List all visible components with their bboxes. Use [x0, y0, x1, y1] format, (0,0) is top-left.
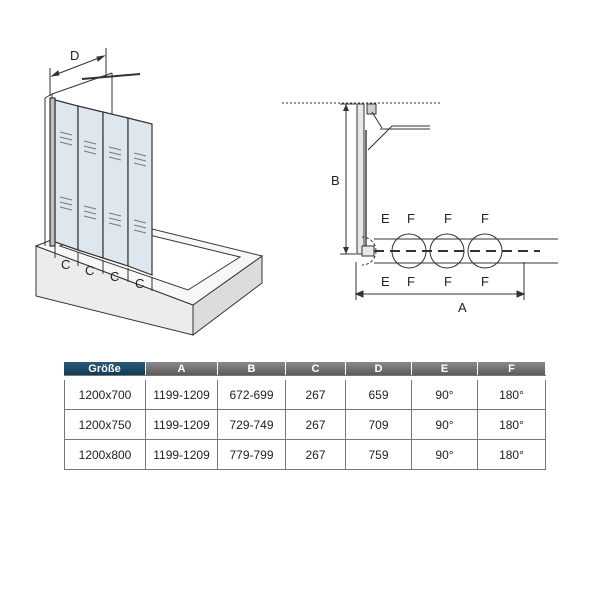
cell-c: 267 — [286, 410, 346, 440]
dim-label-c-4: C — [135, 276, 144, 291]
dim-label-c-2: C — [85, 263, 94, 278]
glass-panel-4 — [127, 117, 153, 276]
bottom-label-f-1: F — [407, 274, 415, 289]
header-f: F — [478, 362, 546, 375]
glass-panel-3 — [102, 111, 129, 267]
top-view-fold — [361, 233, 558, 269]
cell-b: 779-799 — [218, 440, 286, 470]
top-label-f-1: F — [407, 211, 415, 226]
frosted-decoration — [59, 131, 147, 234]
header-a: A — [146, 362, 218, 375]
cell-d: 759 — [346, 440, 412, 470]
wall-profile — [49, 97, 56, 247]
header-b: B — [218, 362, 286, 375]
header-size: Größe — [64, 362, 146, 375]
bottom-label-e: E — [381, 274, 390, 289]
dim-label-d: D — [70, 48, 79, 63]
top-label-e: E — [381, 211, 390, 226]
cell-f: 180° — [478, 380, 546, 410]
header-e: E — [412, 362, 478, 375]
dim-label-b: B — [331, 173, 340, 188]
header-c: C — [286, 362, 346, 375]
dim-label-c-3: C — [110, 269, 119, 284]
cell-size: 1200x700 — [64, 380, 146, 410]
cell-size: 1200x750 — [64, 410, 146, 440]
cell-e: 90° — [412, 410, 478, 440]
glass-panel-1 — [54, 99, 79, 251]
table-header-row: Größe A B C D E F — [64, 362, 546, 375]
table-row: 1200x800 1199-1209 779-799 267 759 90° 1… — [64, 440, 546, 470]
cell-e: 90° — [412, 380, 478, 410]
cell-a: 1199-1209 — [146, 410, 218, 440]
top-label-f-3: F — [481, 211, 489, 226]
bottom-label-f-2: F — [444, 274, 452, 289]
glass-panels — [49, 73, 153, 276]
technical-drawing: D C C C C — [34, 48, 558, 337]
cell-f: 180° — [478, 410, 546, 440]
cell-a: 1199-1209 — [146, 440, 218, 470]
bottom-label-f-3: F — [481, 274, 489, 289]
cell-d: 659 — [346, 380, 412, 410]
dimension-c-ticks — [54, 244, 153, 291]
dim-label-a: A — [458, 300, 467, 315]
cell-a: 1199-1209 — [146, 380, 218, 410]
cell-c: 267 — [286, 380, 346, 410]
side-view — [282, 102, 440, 255]
dim-label-c-1: C — [61, 257, 70, 272]
cell-b: 729-749 — [218, 410, 286, 440]
dimensions-table: Größe A B C D E F 1200x700 1199-1209 672… — [64, 362, 546, 470]
profile-vertical — [356, 103, 365, 255]
cell-f: 180° — [478, 440, 546, 470]
glass-panel-2 — [77, 105, 104, 259]
cell-b: 672-699 — [218, 380, 286, 410]
stabiliser-bar — [81, 73, 141, 80]
top-label-f-2: F — [444, 211, 452, 226]
table-row: 1200x700 1199-1209 672-699 267 659 90° 1… — [64, 380, 546, 410]
dimension-d — [49, 48, 107, 96]
cell-e: 90° — [412, 440, 478, 470]
table-row: 1200x750 1199-1209 729-749 267 709 90° 1… — [64, 410, 546, 440]
cell-d: 709 — [346, 410, 412, 440]
dimension-a — [354, 262, 526, 300]
cell-c: 267 — [286, 440, 346, 470]
cell-size: 1200x800 — [64, 440, 146, 470]
header-d: D — [346, 362, 412, 375]
